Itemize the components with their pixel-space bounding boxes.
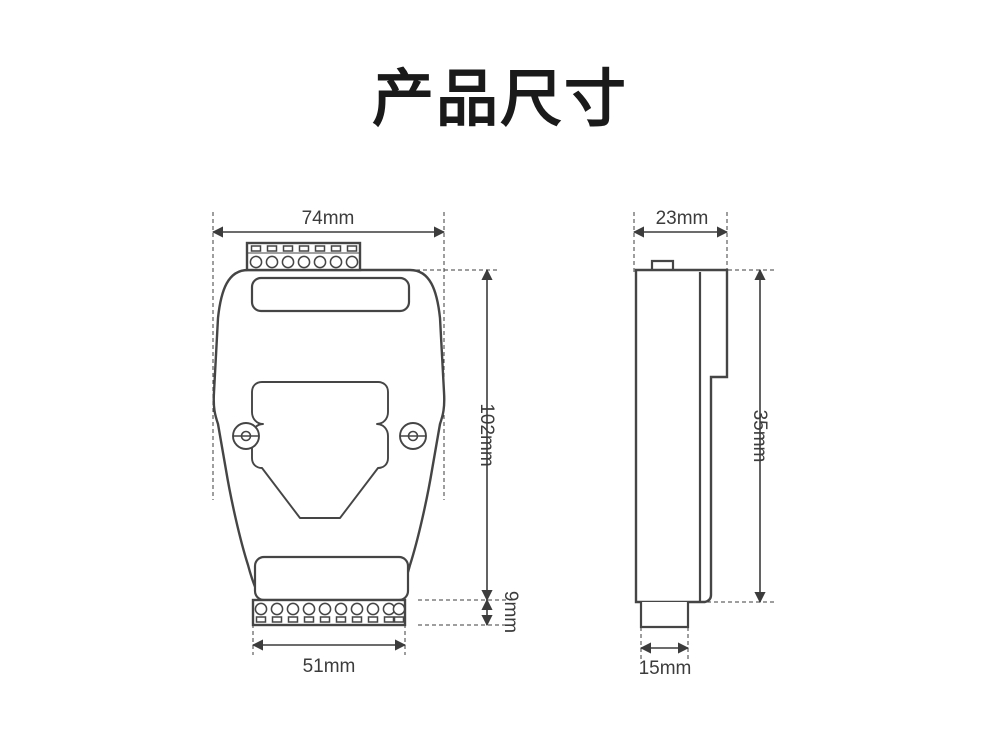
dimension-label-side-tab-width: 15mm [639,658,692,679]
label-panel-bottom [253,555,410,602]
dimension-label-front-height: 102mm [476,403,497,466]
side-view: 23mm 35mm 15mm [632,208,775,679]
dimension-front-height: 102mm [476,268,497,602]
screw-hole-left [232,422,260,450]
dimension-front-width: 74mm [211,208,446,238]
front-center-plate [251,381,389,519]
dimension-label-front-width: 74mm [302,208,355,229]
terminal-block-bottom [251,598,407,627]
dimension-label-front-base-width: 51mm [303,656,356,677]
dimension-front-base-width: 51mm [251,639,407,677]
terminal-pins-top [249,245,359,269]
dimension-label-side-width: 23mm [656,208,709,229]
dimension-terminal-height: 9mm [481,591,521,633]
dimension-side-tab-width: 15mm [639,642,692,679]
dimension-label-side-height: 35mm [749,410,770,463]
dimension-side-width: 23mm [632,208,729,238]
side-bottom-tab [639,602,690,629]
label-panel-top [250,276,411,313]
side-top-tab [650,259,675,270]
terminal-pins-bottom [254,602,406,623]
dimension-side-height: 35mm [749,268,770,604]
terminal-block-top [245,241,362,272]
front-view: 74mm 102mm 9mm 51mm [211,208,521,677]
page-title: 产品尺寸 [371,62,628,135]
screw-hole-right [399,422,427,450]
side-body-outline [634,268,729,604]
dimension-label-terminal-height: 9mm [500,591,521,633]
